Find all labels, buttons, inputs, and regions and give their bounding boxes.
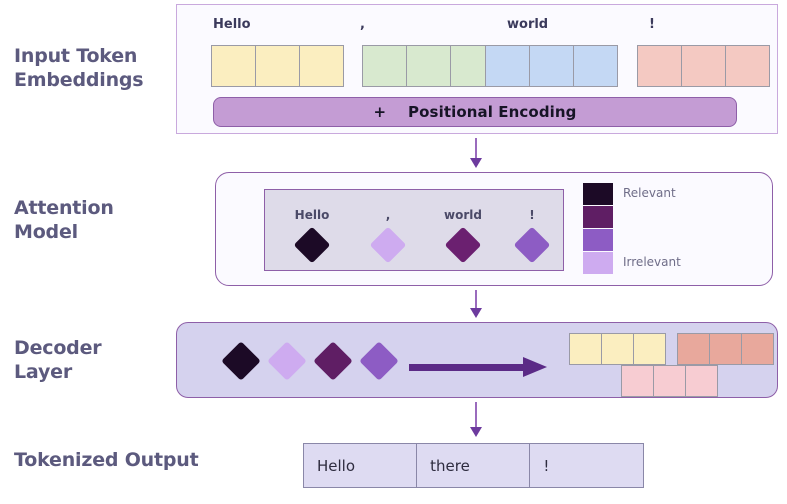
arrow-head-icon xyxy=(470,308,482,318)
legend-swatch-3 xyxy=(583,252,613,274)
attention-token-label-2: world xyxy=(444,208,482,222)
embedding-vector-3 xyxy=(637,45,770,87)
connector-arrow-down-1 xyxy=(469,138,483,168)
arrow-head-icon xyxy=(470,158,482,168)
embedding-vector-0 xyxy=(211,45,344,87)
output-token-1: there xyxy=(416,443,531,488)
embedding-vector-1 xyxy=(362,45,495,87)
embedding-cell xyxy=(637,45,682,87)
embedding-cell xyxy=(255,45,300,87)
arrow-head-icon xyxy=(470,427,482,437)
arrow-shaft xyxy=(475,138,477,159)
embedding-cell xyxy=(725,45,770,87)
decoder-output-cell xyxy=(653,365,686,397)
decoder-right-arrow-icon xyxy=(409,357,549,377)
embedding-cell xyxy=(406,45,451,87)
attention-token-label-1: , xyxy=(385,208,391,222)
embedding-cell xyxy=(573,45,618,87)
decoder-diamond-0 xyxy=(221,341,261,381)
input-token-label-3: ! xyxy=(649,17,655,32)
output-token-0: Hello xyxy=(303,443,418,488)
embedding-cell xyxy=(211,45,256,87)
decoder-diamond-1 xyxy=(267,341,307,381)
attention-model-panel: Hello , world ! Relevant Irrelevant xyxy=(215,172,773,286)
attention-token-label-0: Hello xyxy=(294,208,330,222)
input-token-embeddings-panel: Hello , world ! + Positional Encoding xyxy=(176,4,778,134)
arrow-shaft xyxy=(409,364,527,371)
decoder-output-vector-1 xyxy=(677,333,774,365)
decoder-output-cell xyxy=(569,333,602,365)
decoder-output-cell xyxy=(601,333,634,365)
decoder-output-cell xyxy=(709,333,742,365)
positional-encoding-label: Positional Encoding xyxy=(408,103,577,121)
legend-swatch-0 xyxy=(583,183,613,205)
embedding-cell xyxy=(529,45,574,87)
legend-label-relevant: Relevant xyxy=(623,186,676,200)
row-label-tokenized-output: Tokenized Output xyxy=(14,449,199,471)
decoder-layer-panel xyxy=(176,322,778,398)
decoder-diamond-3 xyxy=(359,341,399,381)
attention-diamond-1 xyxy=(369,226,407,264)
output-token-2: ! xyxy=(529,443,645,488)
connector-arrow-down-3 xyxy=(469,402,483,438)
connector-arrow-down-2 xyxy=(469,290,483,318)
embedding-cell xyxy=(485,45,530,87)
arrow-shaft xyxy=(475,402,477,428)
plus-sign-icon: + xyxy=(373,103,387,121)
input-token-label-2: world xyxy=(507,17,549,32)
positional-encoding-bar: + Positional Encoding xyxy=(213,97,737,127)
decoder-output-cell xyxy=(741,333,774,365)
embedding-cell xyxy=(681,45,726,87)
decoder-output-vector-2 xyxy=(621,365,718,397)
input-token-label-1: , xyxy=(360,17,365,32)
decoder-output-cell xyxy=(677,333,710,365)
attention-diamond-2 xyxy=(444,226,482,264)
embedding-vector-2 xyxy=(485,45,618,87)
legend-swatch-2 xyxy=(583,229,613,251)
decoder-output-cell xyxy=(685,365,718,397)
row-label-input-token-embeddings: Input Token Embeddings xyxy=(14,45,144,91)
decoder-output-vector-0 xyxy=(569,333,666,365)
attention-legend: Relevant Irrelevant xyxy=(583,183,753,279)
arrow-shaft xyxy=(475,290,477,309)
decoder-output-cell xyxy=(633,333,666,365)
legend-label-irrelevant: Irrelevant xyxy=(623,255,681,269)
tokenized-output-row: Hello there ! xyxy=(303,443,645,488)
attention-token-label-3: ! xyxy=(529,208,535,222)
decoder-output-cell xyxy=(621,365,654,397)
attention-diamond-0 xyxy=(293,226,331,264)
attention-token-grid: Hello , world ! xyxy=(264,189,564,271)
arrow-head-icon xyxy=(523,357,547,377)
embedding-cell xyxy=(362,45,407,87)
attention-diamond-3 xyxy=(513,226,551,264)
input-token-label-0: Hello xyxy=(213,17,251,32)
row-label-decoder-layer: Decoder Layer xyxy=(14,337,102,383)
decoder-diamond-2 xyxy=(313,341,353,381)
row-label-attention-model: Attention Model xyxy=(14,197,114,243)
embedding-cell xyxy=(299,45,344,87)
legend-swatch-1 xyxy=(583,206,613,228)
